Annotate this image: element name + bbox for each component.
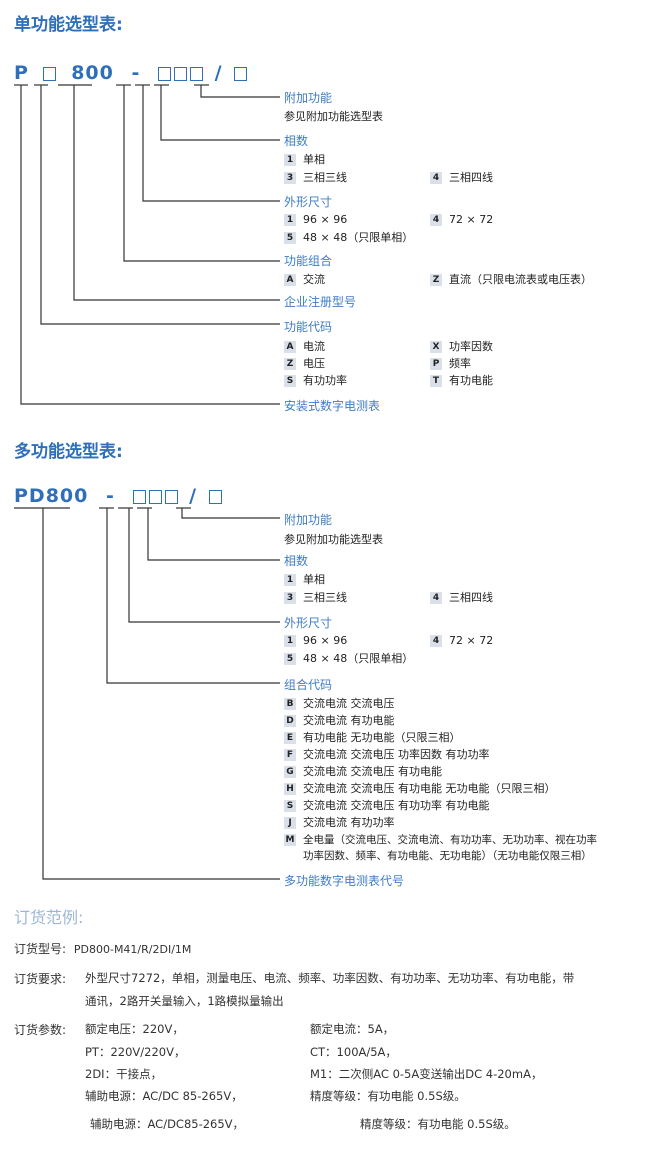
code-slash: / xyxy=(189,485,198,507)
multi-size-title: 外形尺寸 xyxy=(284,616,333,630)
multi-model-code: PD800 - / xyxy=(14,485,222,507)
order-param-right-1: CT：100A/5A， xyxy=(310,1045,397,1059)
code-box-combo xyxy=(158,66,171,81)
code-dash: - xyxy=(105,485,115,507)
multi-meter-title: 多功能数字电测表代号 xyxy=(284,874,405,888)
single-model-code: P 800 - / xyxy=(14,62,248,84)
multi-combo-m-continued: 功率因数、频率、有功电能、无功电能）（无功电能仅限三相） xyxy=(303,850,592,862)
code-pd800: PD800 xyxy=(14,485,89,507)
order-title: 订货范例: xyxy=(14,908,84,927)
single-reg-title: 企业注册型号 xyxy=(284,295,357,309)
multi-phase-title: 相数 xyxy=(284,554,309,568)
single-title: 单功能选型表: xyxy=(14,15,123,35)
order-param-right-3: 精度等级：有功电能 0.5S级。 xyxy=(310,1089,466,1103)
order-extra-left: 辅助电源：AC/DC85-265V， xyxy=(90,1117,245,1131)
order-model-row: 订货型号: PD800-M41/R/2DI/1M xyxy=(14,940,191,957)
code-box-phase xyxy=(190,66,203,81)
multi-additional-title: 附加功能 xyxy=(284,513,333,527)
multi-combo-title: 组合代码 xyxy=(284,678,333,692)
code-800: 800 xyxy=(71,62,114,84)
order-param-right-0: 额定电流：5A， xyxy=(310,1022,395,1036)
order-param-left-1: PT：220V/220V， xyxy=(85,1045,186,1059)
code-box-additional xyxy=(234,66,248,81)
single-additional-title: 附加功能 xyxy=(284,91,333,105)
single-additional-note: 参见附加功能选型表 xyxy=(284,110,383,123)
order-model-label: 订货型号: xyxy=(14,942,67,956)
order-param-left-3: 辅助电源：AC/DC 85-265V， xyxy=(85,1089,243,1103)
code-box-additional xyxy=(208,489,222,504)
code-dash: - xyxy=(131,62,141,84)
single-func-title: 功能代码 xyxy=(284,320,333,334)
multi-additional-note: 参见附加功能选型表 xyxy=(284,533,383,546)
multi-title: 多功能选型表: xyxy=(14,442,123,462)
order-param-label: 订货参数: xyxy=(14,1023,67,1037)
code-box-function xyxy=(42,66,56,81)
order-param-right-2: M1：二次侧AC 0-5A变送输出DC 4-20mA， xyxy=(310,1067,543,1081)
single-install-title: 安装式数字电测表 xyxy=(284,399,381,413)
code-prefix-p: P xyxy=(14,62,29,84)
order-req-label: 订货要求: xyxy=(14,972,67,986)
order-param-left-0: 额定电压：220V， xyxy=(85,1022,184,1036)
single-size-title: 外形尺寸 xyxy=(284,195,333,209)
single-combo-title: 功能组合 xyxy=(284,254,333,268)
multi-connector-lines xyxy=(14,507,280,880)
order-req-line2: 通讯，2路开关量输入，1路模拟量输出 xyxy=(85,994,284,1008)
single-connector-lines xyxy=(14,84,280,405)
code-box-size xyxy=(174,66,187,81)
order-param-left-2: 2DI：干接点， xyxy=(85,1067,163,1081)
code-slash: / xyxy=(214,62,223,84)
order-extra-right: 精度等级：有功电能 0.5S级。 xyxy=(360,1117,516,1131)
order-req-line1: 外型尺寸7272，单相，测量电压、电流、频率、功率因数、有功功率、无功功率、有功… xyxy=(85,971,575,985)
single-phase-title: 相数 xyxy=(284,134,309,148)
order-model-value: PD800-M41/R/2DI/1M xyxy=(73,943,192,956)
code-box-combo xyxy=(132,489,146,504)
code-box-size xyxy=(148,489,162,504)
code-box-phase xyxy=(164,489,178,504)
